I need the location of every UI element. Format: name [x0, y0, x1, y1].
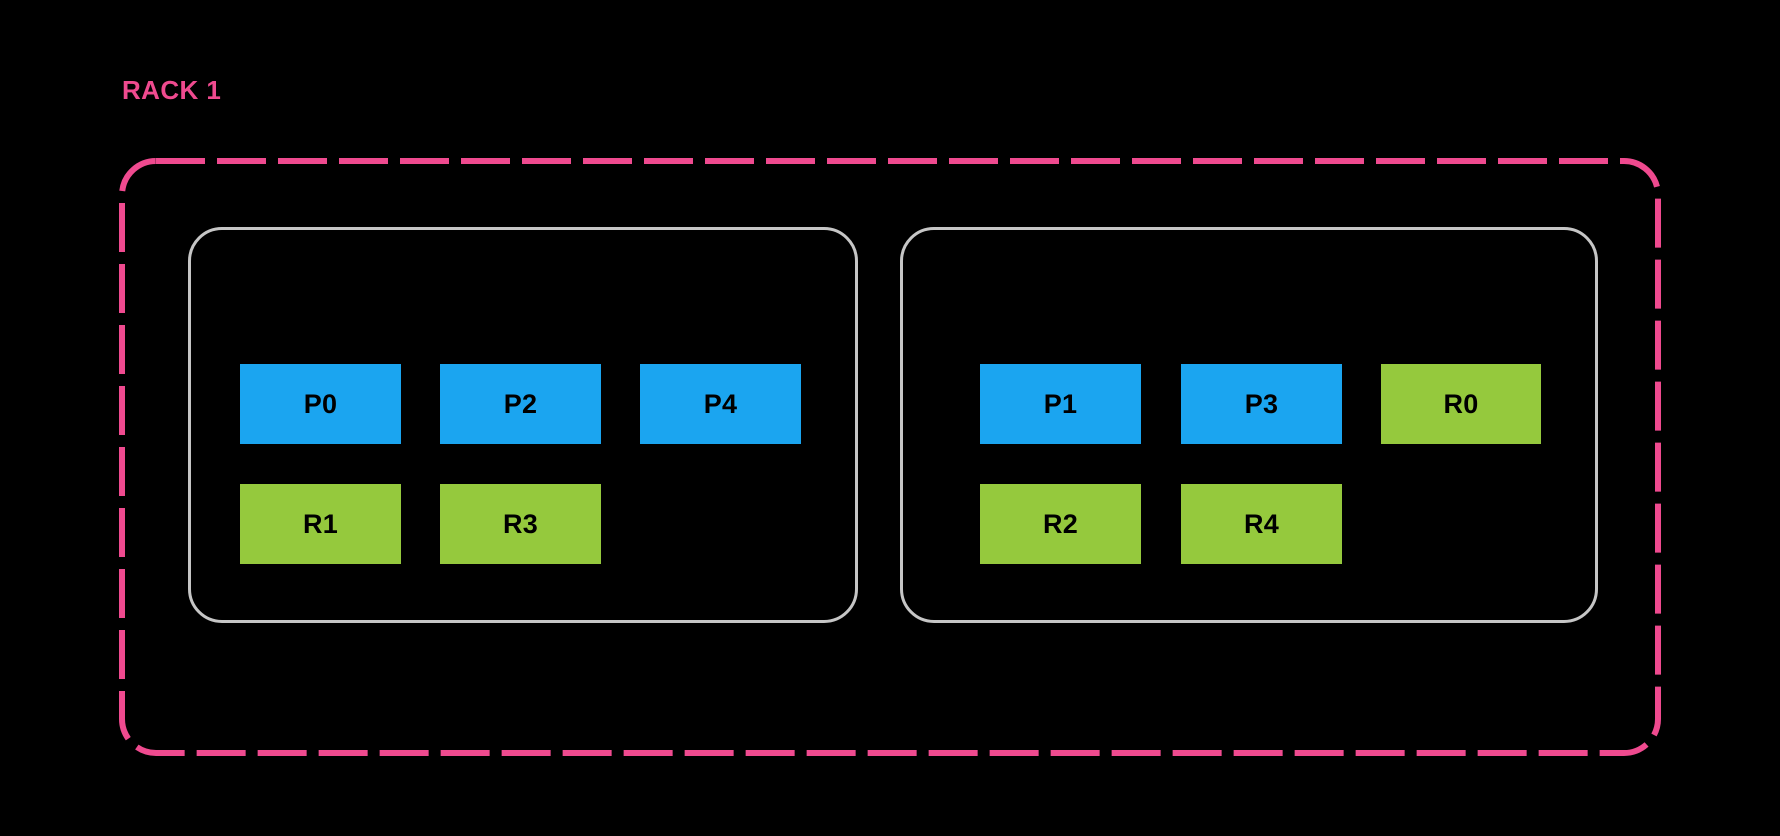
rack-boundary-outline — [119, 158, 1661, 756]
chip-r4[interactable]: R4 — [1181, 484, 1342, 564]
chip-r1[interactable]: R1 — [240, 484, 401, 564]
chip-p1[interactable]: P1 — [980, 364, 1141, 444]
node-box-left[interactable] — [188, 227, 858, 623]
chip-p2[interactable]: P2 — [440, 364, 601, 444]
chip-r0[interactable]: R0 — [1381, 364, 1541, 444]
chip-r3[interactable]: R3 — [440, 484, 601, 564]
chip-r2[interactable]: R2 — [980, 484, 1141, 564]
node-box-right[interactable] — [900, 227, 1598, 623]
rack-label: RACK 1 — [122, 75, 222, 105]
chip-p3[interactable]: P3 — [1181, 364, 1342, 444]
chip-p0[interactable]: P0 — [240, 364, 401, 444]
chip-p4[interactable]: P4 — [640, 364, 801, 444]
rack-boundary — [119, 158, 1661, 756]
